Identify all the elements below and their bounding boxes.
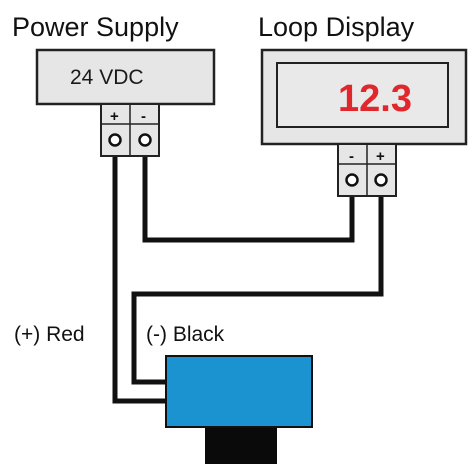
transmitter: [165, 355, 313, 464]
power-supply: 24 VDC: [35, 48, 216, 106]
loop-display-title: Loop Display: [258, 12, 415, 42]
loop-display: 12.3: [260, 48, 468, 146]
ps-terminal-minus-sign: -: [141, 108, 146, 125]
positive-wire-label: (+) Red: [14, 323, 85, 346]
display-terminal-minus-sign: -: [349, 148, 354, 165]
transmitter-body: [165, 355, 313, 428]
loop-display-screen: [276, 62, 449, 128]
loop-display-terminal-block: - +: [337, 143, 397, 197]
wires: [112, 145, 384, 404]
display-terminal-plus-sign: +: [376, 148, 385, 165]
display-terminal-plus-screw: [374, 173, 388, 187]
power-supply-title: Power Supply: [12, 12, 179, 42]
display-terminal-minus-screw: [345, 173, 359, 187]
wire-display-plus-to-transmitter: [131, 186, 384, 385]
loop-display-reading: 12.3: [338, 78, 412, 120]
power-supply-output-label: 24 VDC: [70, 66, 144, 89]
ps-terminal-minus-screw: [138, 133, 152, 147]
ps-terminal-plus-sign: +: [110, 108, 119, 125]
power-supply-terminal-block: + -: [100, 103, 160, 157]
wire-ps-minus-to-display-minus: [142, 145, 355, 243]
wire-ps-plus-to-transmitter: [112, 145, 172, 404]
ps-terminal-plus-screw: [108, 133, 122, 147]
negative-wire-label: (-) Black: [146, 323, 225, 346]
power-supply-box: [35, 48, 216, 106]
transmitter-stem: [205, 428, 277, 464]
